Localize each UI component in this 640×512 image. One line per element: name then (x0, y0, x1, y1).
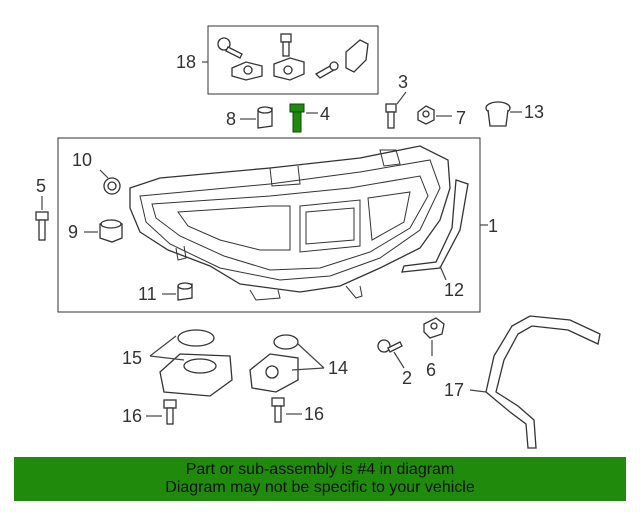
banner-line-2: Diagram may not be specific to your vehi… (165, 479, 475, 496)
callout-16-left: 16 (122, 406, 142, 426)
part-16-screw-left (163, 399, 177, 425)
callout-2: 2 (402, 368, 412, 388)
callout-7: 7 (456, 108, 466, 128)
part-15-module (159, 329, 233, 397)
part-6-clip (423, 317, 445, 339)
callout-4: 4 (320, 104, 330, 124)
kit-screw-e (314, 61, 339, 79)
callout-6: 6 (426, 360, 436, 380)
callout-9: 9 (68, 222, 78, 242)
part-3-screw (385, 103, 397, 129)
kit-bolt-a (217, 37, 243, 59)
part-2-bolt (377, 339, 403, 353)
headlamp-housing (129, 145, 451, 301)
callout-5: 5 (36, 176, 46, 196)
kit-bracket-c (231, 61, 263, 81)
part-11-grommet (177, 282, 193, 301)
part-8-grommet (257, 106, 273, 129)
callout-13: 13 (524, 102, 544, 122)
notice-banner: Part or sub-assembly is #4 in diagram Di… (14, 457, 626, 501)
part-10-grommet (103, 177, 121, 195)
callout-8: 8 (226, 109, 236, 129)
callout-1: 1 (488, 216, 498, 236)
part-9-adjuster (99, 219, 123, 243)
part-5-screw (35, 211, 49, 241)
part-17-hose (485, 315, 601, 449)
callout-12: 12 (444, 280, 464, 300)
parts-diagram: 18 8 4 3 7 13 1 (35, 25, 601, 449)
callout-10: 10 (72, 150, 92, 170)
callout-15: 15 (122, 348, 142, 368)
part-13-cap (485, 101, 511, 127)
part-12-seal (401, 179, 469, 273)
callout-14: 14 (328, 358, 348, 378)
hardware-kit-box (207, 25, 379, 95)
callout-18: 18 (176, 52, 196, 72)
part-16-screw-right (271, 397, 285, 423)
kit-clip-f (345, 39, 369, 73)
callout-17: 17 (444, 380, 464, 400)
part-4-bolt (289, 103, 305, 133)
banner-line-1: Part or sub-assembly is #4 in diagram (185, 461, 455, 478)
callout-16-right: 16 (304, 404, 324, 424)
kit-bracket-d (273, 57, 305, 81)
part-14-module (249, 334, 299, 393)
callout-3: 3 (398, 72, 408, 92)
part-7-nut (417, 105, 435, 125)
callout-11: 11 (138, 284, 157, 304)
kit-screw-b (280, 33, 292, 57)
